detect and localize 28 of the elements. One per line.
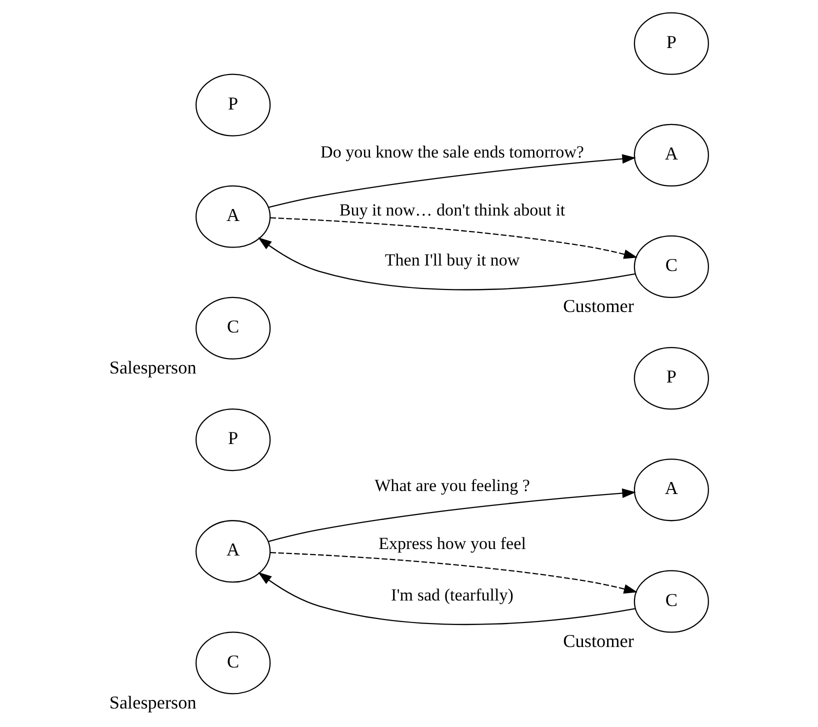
arrow <box>268 154 636 208</box>
edge-label: What are you feeling ? <box>374 476 530 496</box>
node-ellipse: C <box>196 632 271 694</box>
arrow <box>270 552 638 594</box>
edge-label: I'm sad (tearfully) <box>391 585 514 604</box>
node-ellipse: P <box>196 74 271 136</box>
node-ellipse: P <box>196 408 271 472</box>
node-ellipse: P <box>634 347 710 410</box>
node-ellipse: A <box>634 124 710 186</box>
arrow <box>270 217 638 259</box>
node-label: Customer <box>563 630 634 651</box>
arrow <box>258 572 636 626</box>
node-label: Customer <box>563 296 634 316</box>
node-ellipse: A <box>634 458 710 522</box>
edge-label: Express how you feel <box>378 534 526 554</box>
arrow <box>268 488 636 542</box>
node-label: Salesperson <box>109 692 196 712</box>
node-ellipse: A <box>196 520 271 583</box>
node-ellipse: C <box>634 570 710 633</box>
edge-label: Do you know the sale ends tomorrow? <box>320 142 584 162</box>
node-ellipse: P <box>634 12 710 75</box>
node-ellipse: C <box>634 235 710 298</box>
node-ellipse: C <box>196 296 271 360</box>
node-label: Salesperson <box>109 358 196 378</box>
arrow <box>258 237 636 290</box>
edge-label: Then I'll buy it now <box>384 250 520 270</box>
edge-label: Buy it now… don't think about it <box>339 200 566 220</box>
node-ellipse: A <box>196 185 271 248</box>
